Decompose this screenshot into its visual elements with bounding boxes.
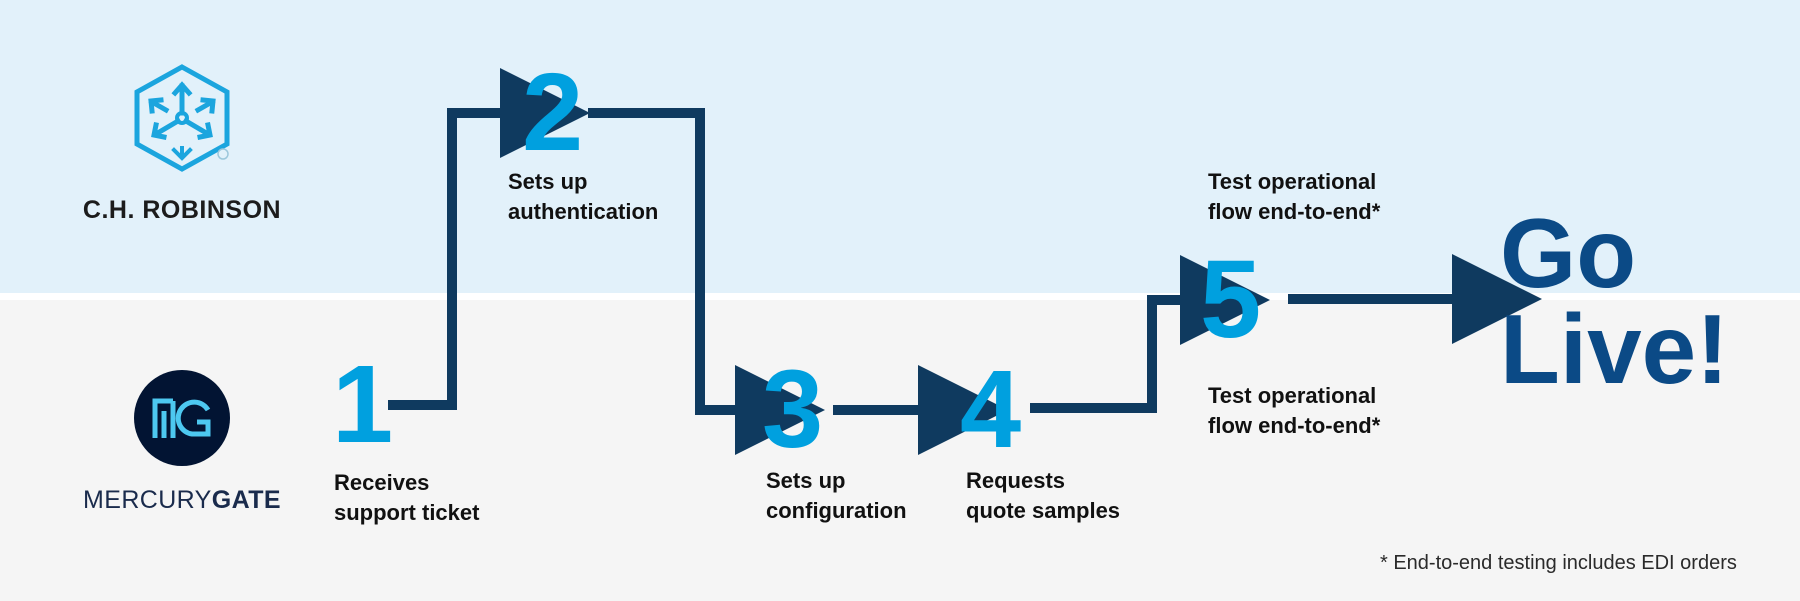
step-caption-5-bottom: Test operational flow end-to-end* <box>1208 383 1381 438</box>
step-number-2: 2 <box>522 51 584 174</box>
top-lane-background <box>0 0 1800 293</box>
mercurygate-wordmark-bold: GATE <box>211 486 281 514</box>
step-number-4: 4 <box>960 348 1022 471</box>
connector-2-to-3 <box>588 108 825 455</box>
mercurygate-badge <box>134 370 230 466</box>
step-caption-5-top: Test operational flow end-to-end* <box>1208 169 1381 224</box>
go-live-outcome: Go Live! <box>1500 198 1729 404</box>
step-number-5: 5 <box>1200 238 1262 361</box>
connector-1-to-2 <box>388 68 590 410</box>
step-caption-1: Receives support ticket <box>334 470 480 525</box>
lane-divider <box>0 293 1800 300</box>
mercurygate-logo: MERCURYGATE <box>62 370 302 515</box>
step-caption-2: Sets up authentication <box>508 169 659 224</box>
step-caption-3: Sets up configuration <box>766 468 907 523</box>
step-caption-4: Requests quote samples <box>966 468 1121 523</box>
bottom-lane-background <box>0 300 1800 601</box>
hexagon-cube-arrows-icon <box>134 64 230 172</box>
mg-monogram-icon <box>152 398 211 438</box>
chrobinson-wordmark: C.H. ROBINSON <box>82 196 282 224</box>
footnote-text: * End-to-end testing includes EDI orders <box>1380 552 1737 574</box>
mercurygate-wordmark-light: MERCURY <box>83 486 212 514</box>
connector-4-to-5 <box>1030 255 1270 413</box>
mercurygate-wordmark: MERCURYGATE <box>62 486 302 515</box>
step-number-1: 1 <box>332 343 394 466</box>
step-number-3: 3 <box>762 348 824 471</box>
chrobinson-logo: C.H. ROBINSON <box>62 62 302 225</box>
